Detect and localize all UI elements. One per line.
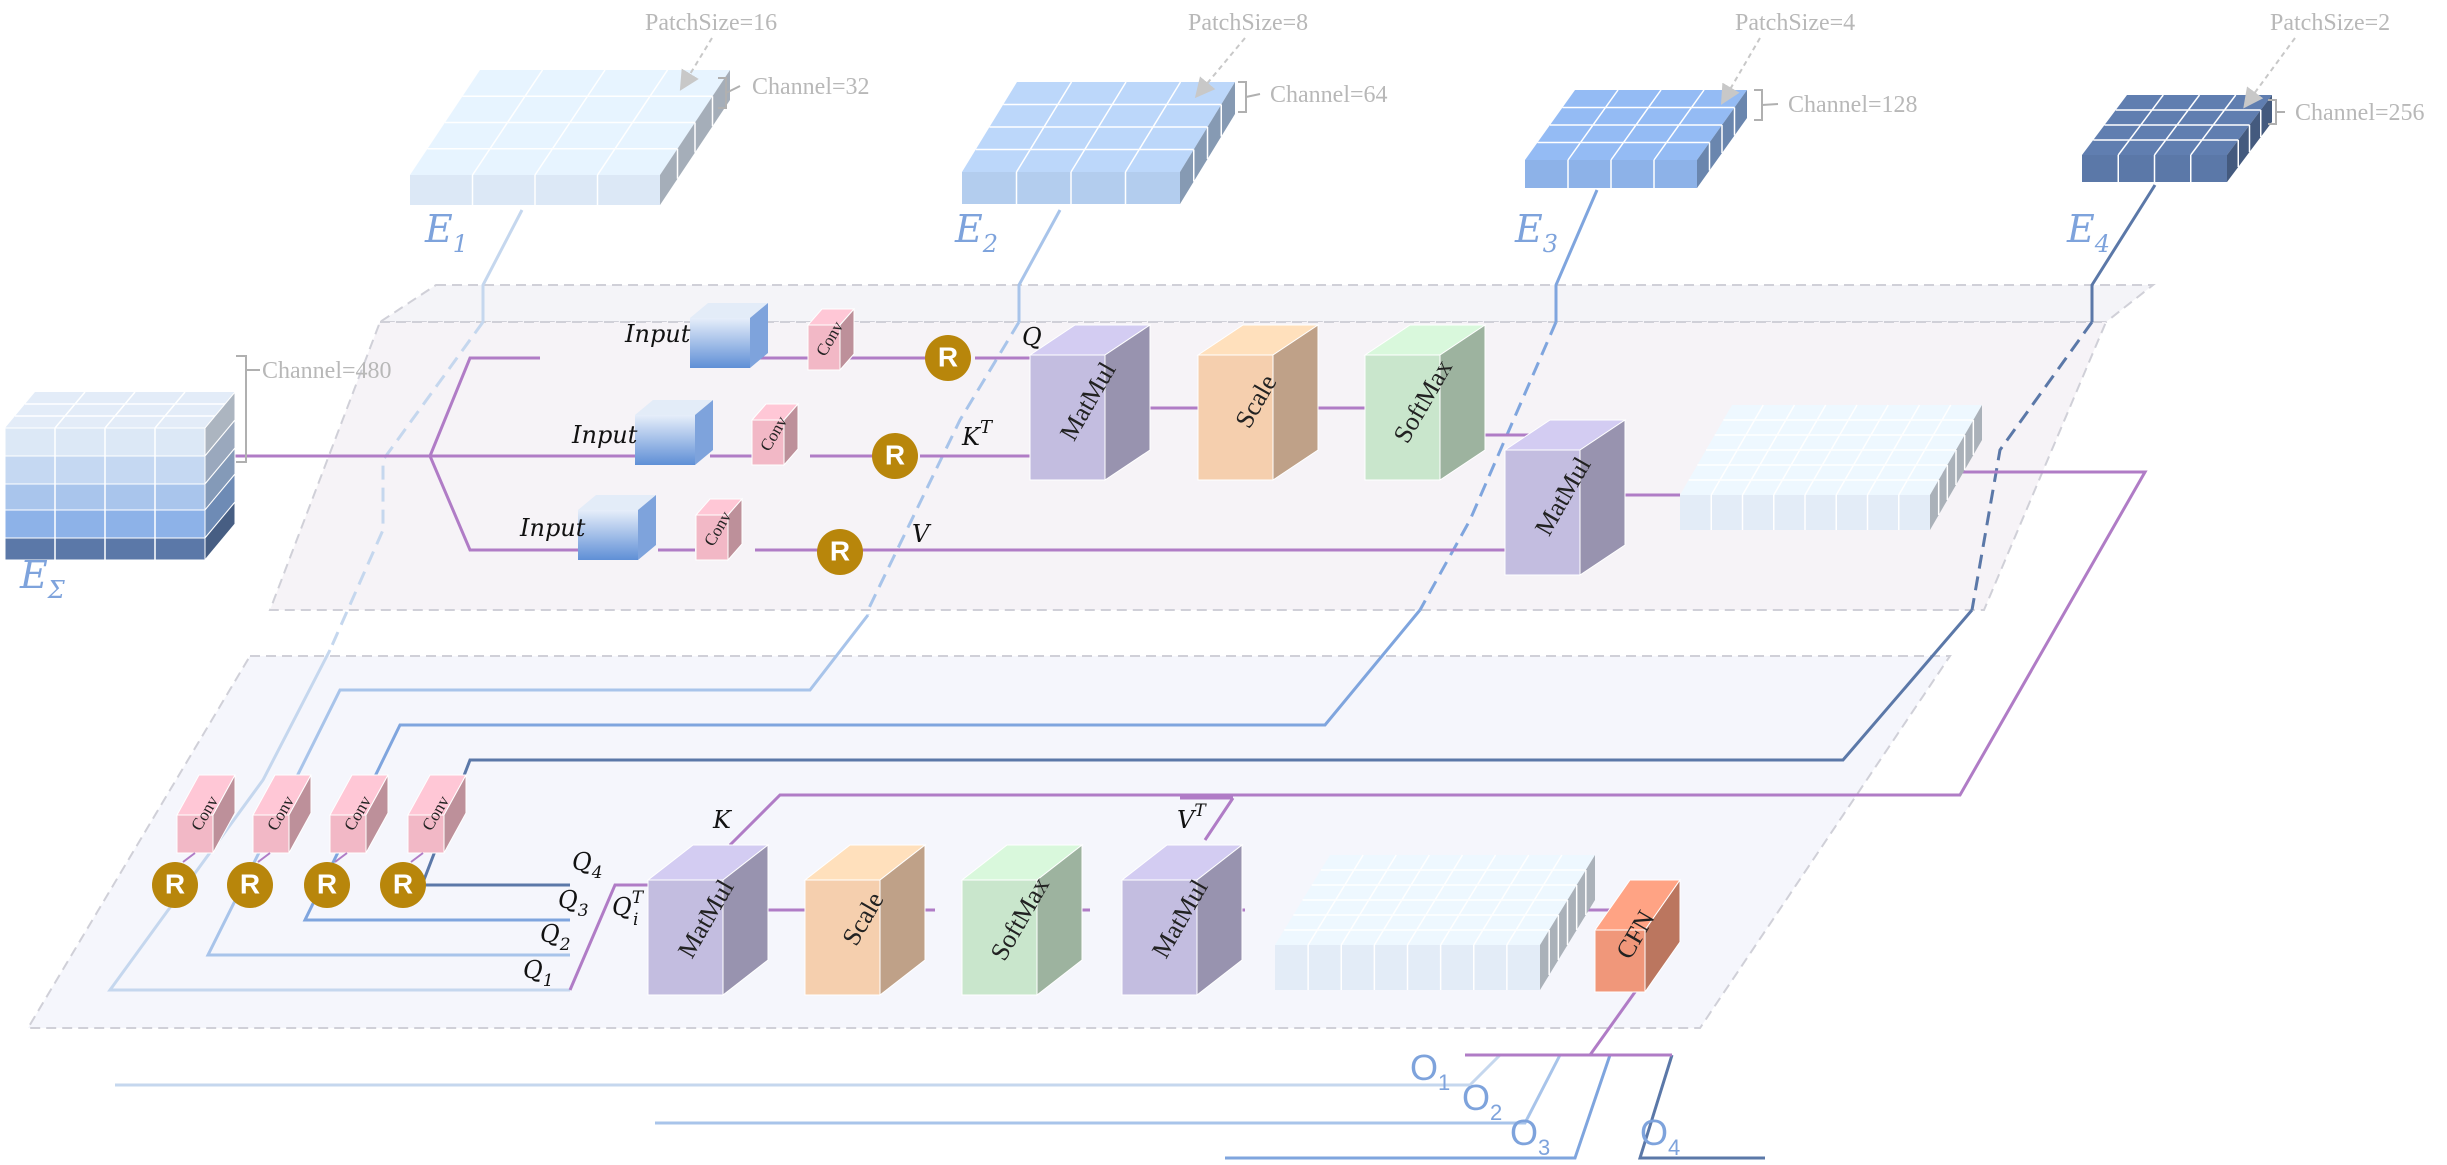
concat-labels: Channel=480 EΣ [19, 358, 392, 604]
svg-text:R: R [393, 868, 413, 899]
softmax-block: SoftMax [1363, 324, 1487, 481]
embedding-tensor-e2 [962, 81, 1235, 204]
input-block [690, 303, 768, 368]
attention-map [1275, 854, 1595, 990]
conv-block: Conv [252, 774, 312, 854]
stage-4-labels: PatchSize=2 Channel=256 E4 [2066, 10, 2425, 258]
q-label: Q [1022, 323, 1042, 351]
stage-1-labels: PatchSize=16 Channel=32 E1 [424, 10, 870, 258]
q3-label: Q3 [558, 886, 589, 921]
svg-text:R: R [317, 868, 337, 899]
upper-labels: Input Input Input Q KT V [519, 320, 1042, 548]
matmul-block: MatMul [646, 843, 770, 997]
output-label: O3 [1510, 1112, 1550, 1160]
patch-size-label: PatchSize=16 [645, 10, 777, 36]
concat-tensor [4, 390, 236, 562]
vt-label: VT [1177, 801, 1207, 834]
svg-text:R: R [240, 868, 260, 899]
channel-label: Channel=64 [1270, 82, 1388, 108]
conv-block: Conv [407, 774, 467, 854]
conv-block: Conv [806, 307, 856, 372]
input-block [635, 400, 713, 465]
output-label: O4 [1640, 1112, 1680, 1160]
stage-3-labels: PatchSize=4 Channel=128 E3 [1514, 10, 1918, 258]
conv-block: Conv [329, 774, 389, 854]
matmul-block: MatMul [1503, 419, 1627, 576]
embed-label: E4 [2066, 207, 2110, 258]
scale-block: Scale [803, 843, 927, 997]
conv-block: Conv [694, 497, 744, 562]
embed-label: E1 [424, 207, 468, 258]
reshape-node: R [227, 862, 273, 908]
patch-size-label: PatchSize=2 [2270, 10, 2390, 36]
input-label: Input [519, 514, 586, 542]
output-label: O1 [1410, 1047, 1450, 1095]
softmax-block: SoftMax [960, 843, 1084, 997]
patch-size-label: PatchSize=8 [1188, 10, 1308, 36]
channel-label: Channel=128 [1788, 92, 1918, 118]
patch-arrows [679, 37, 2296, 109]
channel-label: Channel=480 [262, 358, 392, 384]
reshape-node: R [925, 335, 971, 381]
q2-label: Q2 [540, 920, 571, 955]
q1-label: Q1 [523, 956, 554, 991]
input-label: Input [624, 320, 691, 348]
output-labels: O1 O2 O3 O4 [1410, 1047, 1680, 1160]
stage-2-labels: PatchSize=8 Channel=64 E2 [954, 10, 1388, 258]
scale-block: Scale [1196, 324, 1320, 481]
embedding-tensor-e4 [2082, 94, 2272, 182]
k-label: K [712, 806, 733, 834]
kt-label: KT [961, 417, 994, 451]
svg-text:R: R [938, 341, 958, 372]
embed-label: E3 [1514, 207, 1558, 258]
reshape-node: R [152, 862, 198, 908]
reshape-node: R [304, 862, 350, 908]
channel-label: Channel=32 [752, 74, 870, 100]
input-block [578, 495, 656, 560]
input-label: Input [571, 421, 638, 449]
svg-text:R: R [830, 535, 850, 566]
output-label: O2 [1462, 1077, 1502, 1125]
svg-text:R: R [885, 439, 905, 470]
channel-label: Channel=256 [2295, 100, 2425, 126]
embedding-tensor-e3 [1525, 89, 1747, 188]
matmul-block: MatMul [1120, 843, 1244, 997]
embed-label: EΣ [19, 553, 66, 604]
conv-block: Conv [750, 402, 800, 467]
matmul-block: MatMul [1028, 324, 1152, 481]
embed-label: E2 [954, 207, 998, 258]
reshape-node: R [872, 433, 918, 479]
conv-block: Conv [176, 774, 236, 854]
reshape-node: R [817, 529, 863, 575]
cfn-block: CFN [1594, 878, 1681, 994]
svg-text:R: R [165, 868, 185, 899]
q4-label: Q4 [572, 848, 603, 883]
attention-map [1680, 404, 1982, 530]
reshape-node: R [380, 862, 426, 908]
embedding-tensor-e1 [410, 69, 730, 205]
v-label: V [912, 520, 932, 548]
patch-size-label: PatchSize=4 [1735, 10, 1855, 36]
channel-brackets [236, 77, 2285, 463]
